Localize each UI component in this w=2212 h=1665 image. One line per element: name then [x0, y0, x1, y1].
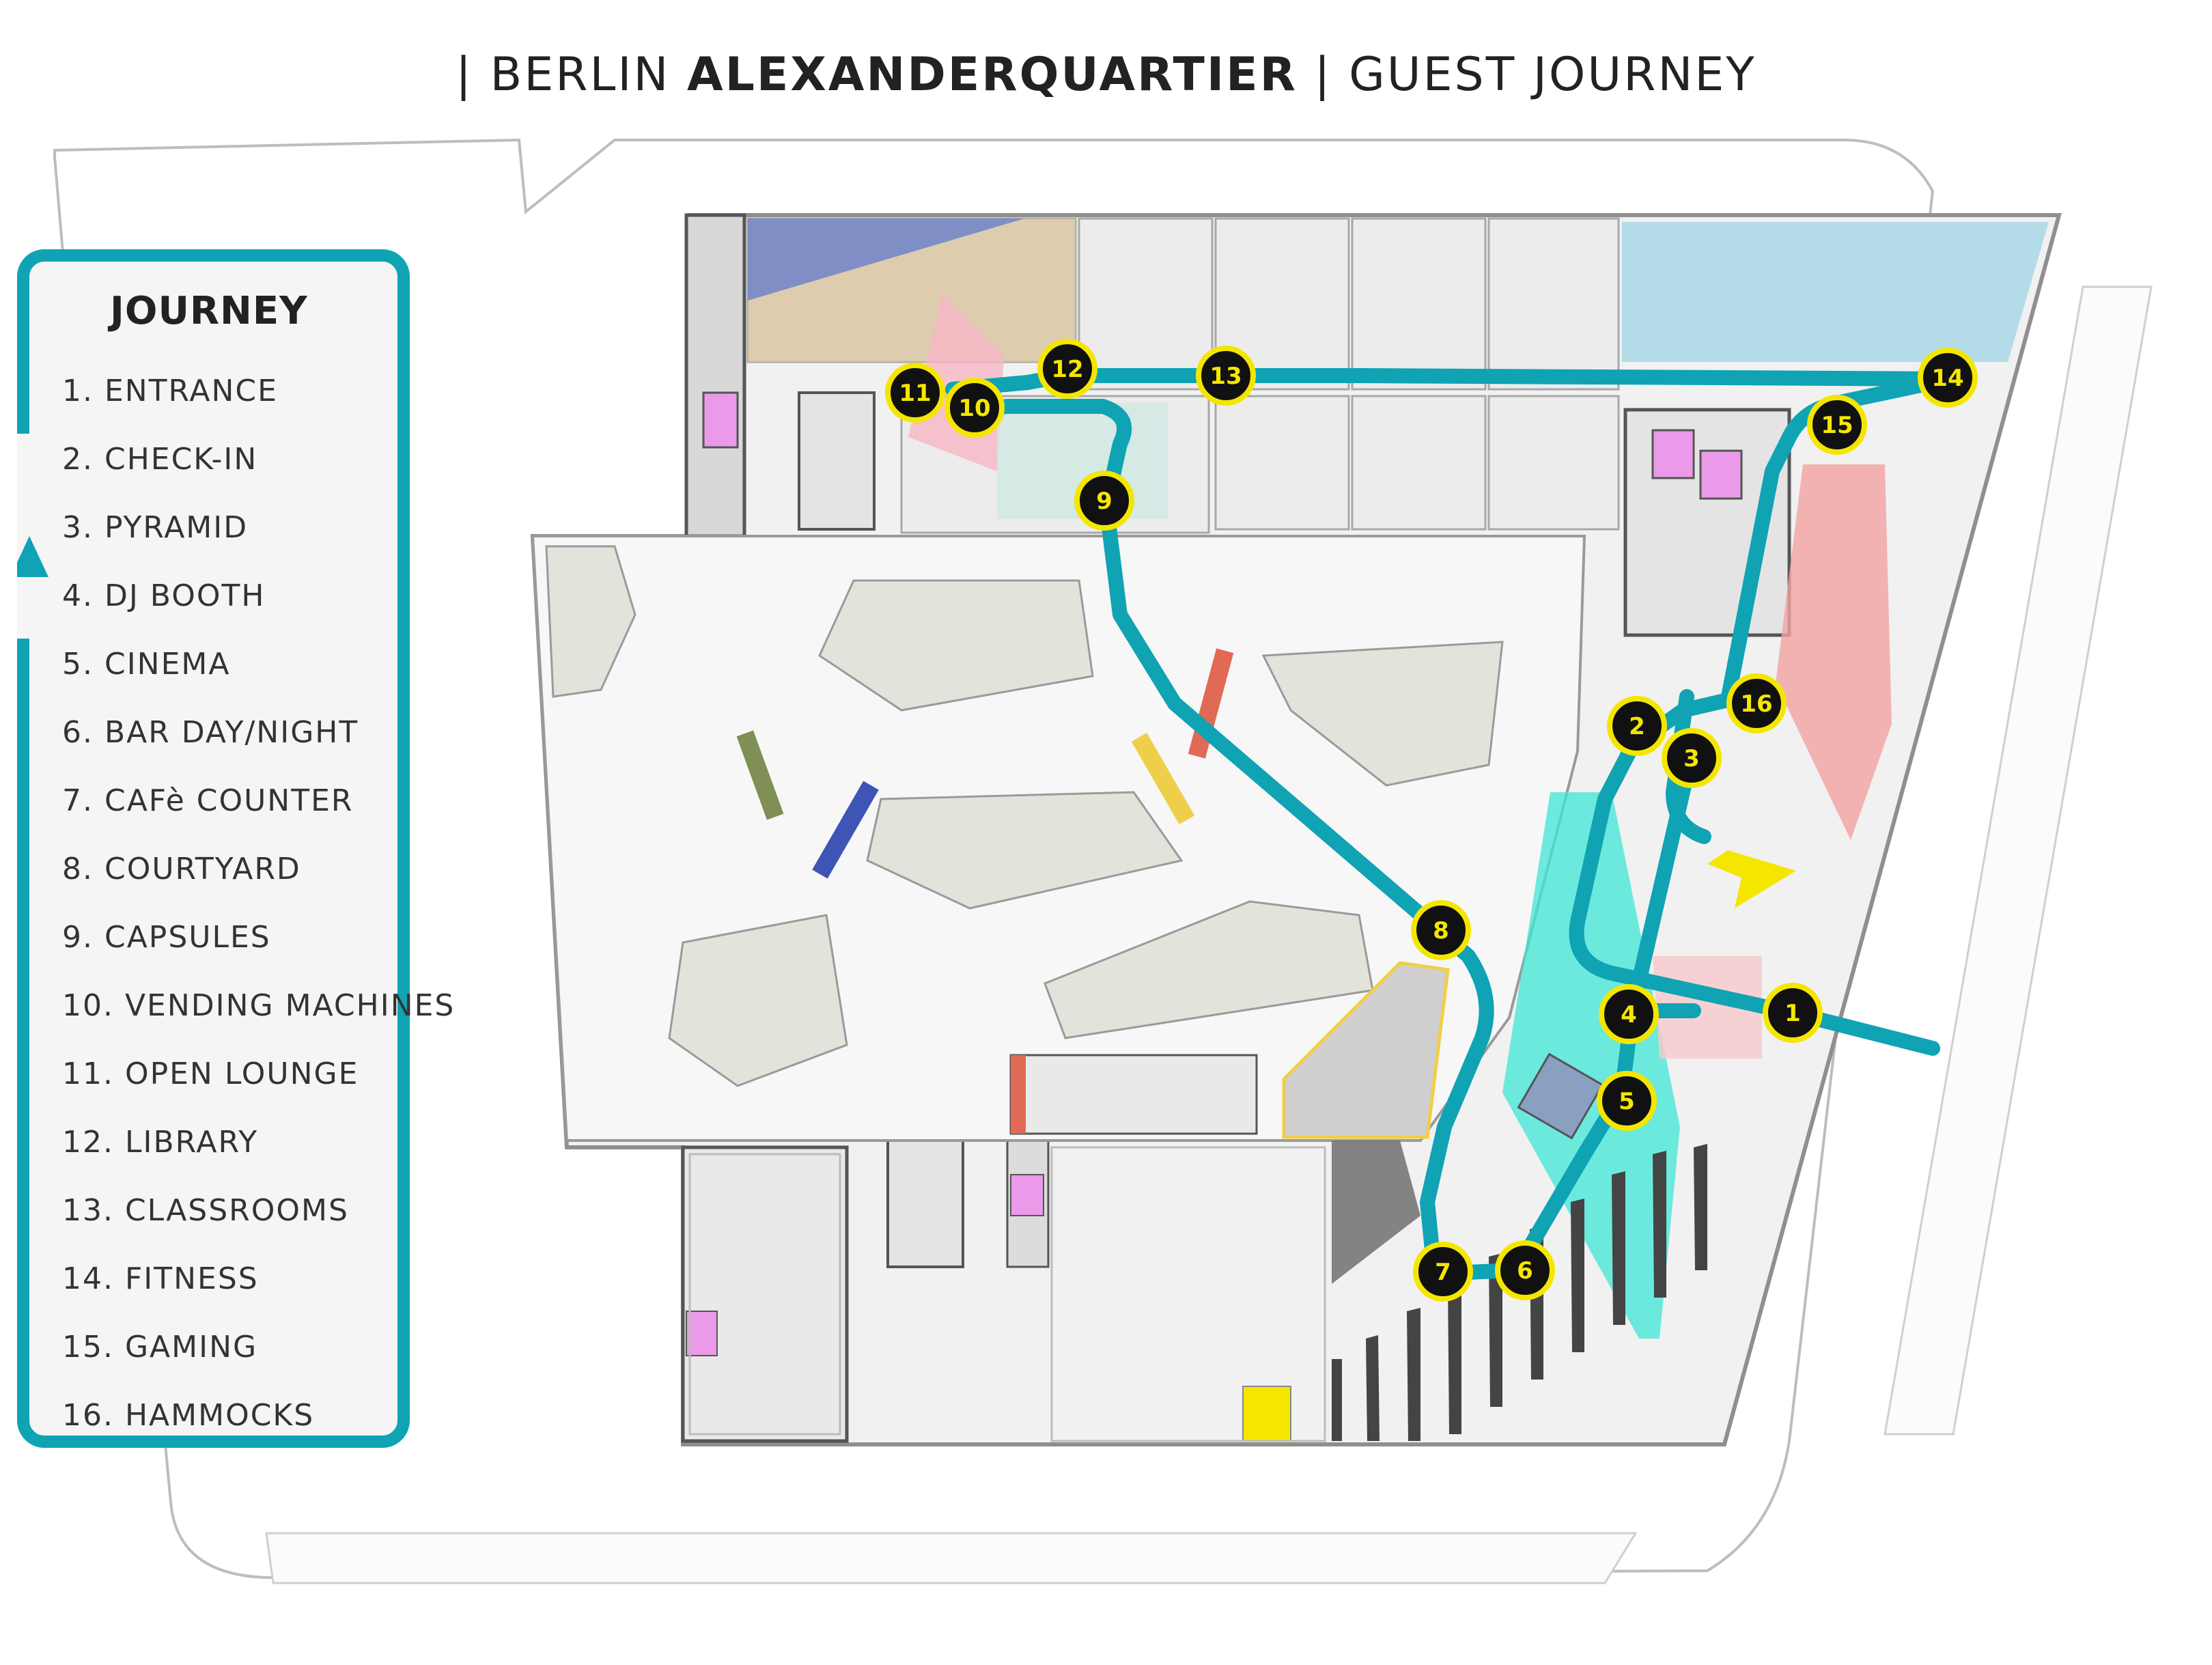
gaming-zone	[1776, 464, 1892, 840]
marker-15[interactable]: 15	[1807, 395, 1867, 455]
site-outline	[53, 138, 1935, 1580]
marker-13[interactable]: 13	[1196, 346, 1256, 406]
svg-text:12: 12	[1051, 356, 1083, 383]
cinema-dark-block	[1332, 1141, 1420, 1284]
marker-5[interactable]: 5	[1597, 1071, 1657, 1131]
direction-arrow	[1707, 850, 1796, 908]
marker-14[interactable]: 14	[1918, 348, 1978, 408]
svg-text:1: 1	[1784, 1000, 1801, 1027]
legend-item: 14. FITNESS	[62, 1261, 259, 1296]
marker-2[interactable]: 2	[1607, 696, 1667, 756]
marker-16[interactable]: 16	[1726, 673, 1787, 733]
legend-item: 8. COURTYARD	[62, 852, 301, 886]
legend-item: 6. BAR DAY/NIGHT	[62, 715, 359, 750]
svg-text:10: 10	[958, 395, 990, 422]
journey-legend: JOURNEY 1. ENTRANCE 2. CHECK-IN 3. PYRAM…	[17, 249, 453, 1448]
check-in-desk	[1517, 1052, 1604, 1140]
svg-text:16: 16	[1740, 690, 1772, 718]
marker-9[interactable]: 9	[1074, 471, 1134, 531]
legend-item: 15. GAMING	[62, 1330, 258, 1365]
svg-text:3: 3	[1683, 745, 1700, 772]
study-blue-zone	[748, 219, 1024, 300]
legend-item: 13. CLASSROOMS	[62, 1193, 349, 1228]
cafe-terrace	[1009, 1054, 1258, 1135]
svg-text:6: 6	[1517, 1257, 1533, 1285]
svg-text:11: 11	[899, 380, 931, 407]
marker-1[interactable]: 1	[1763, 983, 1823, 1043]
legend-item: 3. PYRAMID	[62, 510, 249, 545]
legend-item: 16. HAMMOCKS	[62, 1398, 315, 1433]
title-separator: |	[1297, 48, 1349, 102]
title-location: ALEXANDERQUARTIER	[686, 48, 1298, 102]
journey-markers: 1 2 3 4 5 6 7 8 9 10 11 12 13 14 15 16	[885, 339, 1978, 1302]
legend-item: 2. CHECK-IN	[62, 442, 258, 477]
marker-8[interactable]: 8	[1411, 900, 1471, 960]
legend-item: 4. DJ BOOTH	[62, 578, 266, 613]
legend-item: 11. OPEN LOUNGE	[62, 1057, 359, 1091]
svg-text:2: 2	[1629, 713, 1645, 740]
marker-11[interactable]: 11	[885, 363, 945, 423]
page-title: | BERLIN ALEXANDERQUARTIER | GUEST JOURN…	[0, 48, 2212, 102]
marker-12[interactable]: 12	[1037, 339, 1097, 399]
cinema-zone	[1502, 792, 1680, 1339]
outer-sidewalk	[265, 1532, 1638, 1584]
lounge-deck	[1282, 961, 1450, 1139]
svg-text:15: 15	[1821, 412, 1853, 439]
legend-title: JOURNEY	[110, 289, 308, 333]
legend-item: 7. CAFè COUNTER	[62, 783, 354, 818]
planters	[545, 545, 1504, 1087]
title-subtitle: GUEST JOURNEY	[1349, 48, 1756, 102]
legend-item: 5. CINEMA	[62, 647, 231, 682]
gym-stripes	[1332, 1144, 1707, 1441]
legend-list: 1. ENTRANCE 2. CHECK-IN 3. PYRAMID 4. DJ…	[62, 357, 455, 1450]
legend-item: 1. ENTRANCE	[62, 374, 278, 408]
legend-arrow-icon	[17, 434, 48, 639]
svg-text:13: 13	[1209, 363, 1242, 390]
terrace-planter	[1011, 1055, 1026, 1134]
marker-4[interactable]: 4	[1599, 984, 1659, 1044]
legend-item: 12. LIBRARY	[62, 1125, 259, 1160]
marker-10[interactable]: 10	[944, 378, 1005, 438]
fitness-zone	[1622, 222, 2049, 362]
marker-3[interactable]: 3	[1662, 728, 1722, 788]
legend-item: 10. VENDING MACHINES	[62, 988, 456, 1023]
title-prefix: | BERLIN	[456, 48, 687, 102]
svg-text:8: 8	[1433, 917, 1449, 945]
svg-text:5: 5	[1619, 1088, 1635, 1115]
south-wing-rooms	[688, 1146, 1326, 1442]
svg-text:7: 7	[1435, 1259, 1451, 1286]
svg-text:14: 14	[1931, 365, 1963, 392]
svg-text:4: 4	[1621, 1001, 1637, 1029]
legend-item: 9. CAPSULES	[62, 920, 271, 955]
marker-7[interactable]: 7	[1413, 1242, 1473, 1302]
svg-text:9: 9	[1096, 488, 1112, 515]
cores	[681, 213, 1791, 1443]
benches	[736, 648, 1234, 879]
marker-6[interactable]: 6	[1495, 1240, 1555, 1300]
east-sidewalk	[1884, 285, 2153, 1436]
